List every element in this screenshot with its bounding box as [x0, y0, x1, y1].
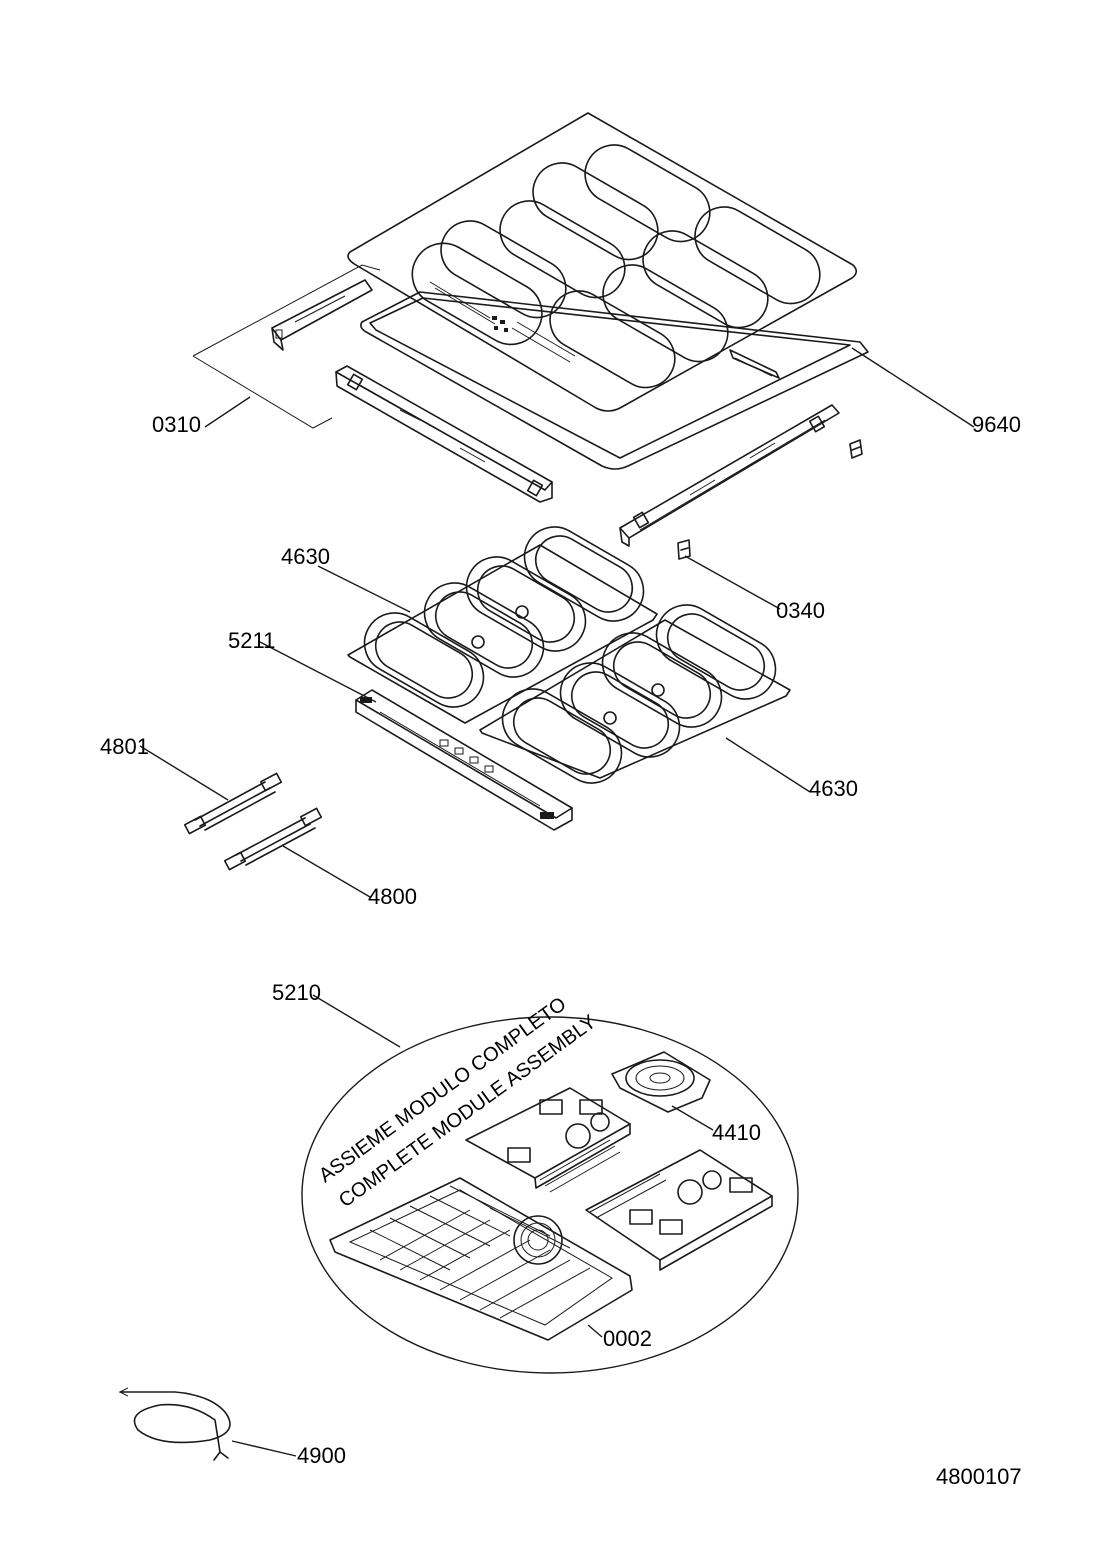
label-4630-upper: 4630 — [281, 544, 330, 569]
clip-0340-part — [677, 539, 691, 560]
bracket-right-front — [619, 404, 840, 547]
label-4630-lower: 4630 — [809, 776, 858, 801]
power-board-lower — [585, 1149, 773, 1271]
label-4410: 4410 — [712, 1120, 761, 1145]
frame-gasket-part — [360, 291, 869, 470]
label-4801: 4801 — [100, 734, 149, 759]
clip-part — [849, 439, 863, 459]
bracket-right-rear — [729, 349, 780, 379]
inductor-plate-upper — [347, 526, 658, 724]
label-0310: 0310 — [152, 412, 201, 437]
callout-labels: 0310 9640 4630 0340 5211 4801 4630 4800 … — [100, 412, 1022, 1489]
control-board-part — [355, 689, 573, 831]
label-0002: 0002 — [603, 1326, 652, 1351]
power-cord-part — [119, 1387, 231, 1461]
label-4900: 4900 — [297, 1443, 346, 1468]
cooking-zones — [411, 144, 821, 389]
module-assembly-group: ASSIEME MODULO COMPLETO COMPLETE MODULE … — [301, 993, 799, 1374]
label-5211: 5211 — [228, 628, 275, 653]
base-tray-part — [329, 1177, 633, 1341]
flat-cable-4801-part — [183, 772, 283, 835]
inductor-plate-lower — [479, 604, 791, 784]
bracket-left-front — [335, 365, 553, 503]
power-board-upper — [465, 1087, 631, 1193]
label-5210: 5210 — [272, 980, 321, 1005]
label-9640: 9640 — [972, 412, 1021, 437]
assembly-note-italian: ASSIEME MODULO COMPLETO — [315, 993, 570, 1187]
flat-cable-4800-part — [223, 807, 323, 871]
label-0340: 0340 — [776, 598, 825, 623]
leader-lines — [139, 347, 975, 1457]
glass-cooktop-part — [347, 112, 858, 412]
touch-controls — [429, 281, 576, 363]
support-sheet — [192, 264, 381, 429]
label-4800: 4800 — [368, 884, 417, 909]
drawing-number: 4800107 — [936, 1464, 1022, 1489]
bracket-left-rear — [271, 279, 373, 351]
fan-part — [611, 1051, 711, 1113]
